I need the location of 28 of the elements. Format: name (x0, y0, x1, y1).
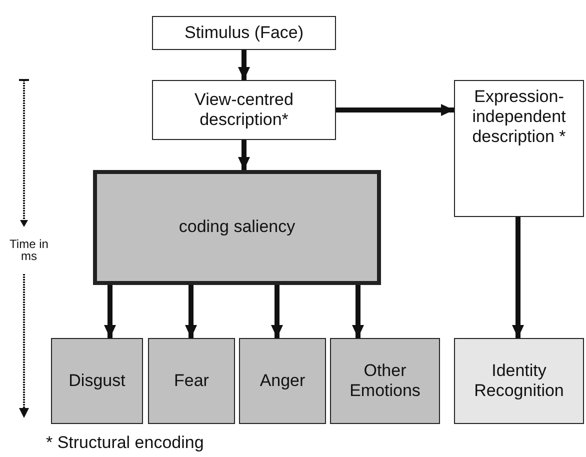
process-box (454, 338, 584, 424)
arrow (238, 50, 250, 80)
footnote: * Structural encoding (46, 433, 204, 453)
node-label: Identity Recognition (473, 360, 565, 402)
process-box (454, 80, 584, 217)
node-label: Fear (174, 370, 209, 392)
emotion-box (330, 338, 440, 424)
node-label: View-centred description* (194, 90, 294, 130)
arrow (271, 285, 283, 338)
emotion-box (148, 338, 235, 424)
emotion-box (51, 338, 143, 424)
arrow (336, 104, 454, 116)
arrow (352, 285, 364, 338)
node-label: Disgust (68, 370, 126, 392)
node-label: coding saliency (178, 217, 296, 238)
process-box (152, 80, 336, 140)
arrow (512, 217, 524, 338)
arrow (185, 285, 197, 338)
process-box (152, 16, 336, 50)
node-label: Anger (260, 370, 306, 392)
node-label: Expression-independent description * (471, 87, 567, 148)
arrow (238, 140, 250, 170)
axis-label: Time in ms (8, 238, 50, 262)
arrow (104, 285, 116, 338)
node-label: Stimulus (Face) (184, 22, 304, 44)
emotion-box (239, 338, 326, 424)
process-box (93, 170, 381, 285)
node-label: Other Emotions (348, 360, 422, 402)
